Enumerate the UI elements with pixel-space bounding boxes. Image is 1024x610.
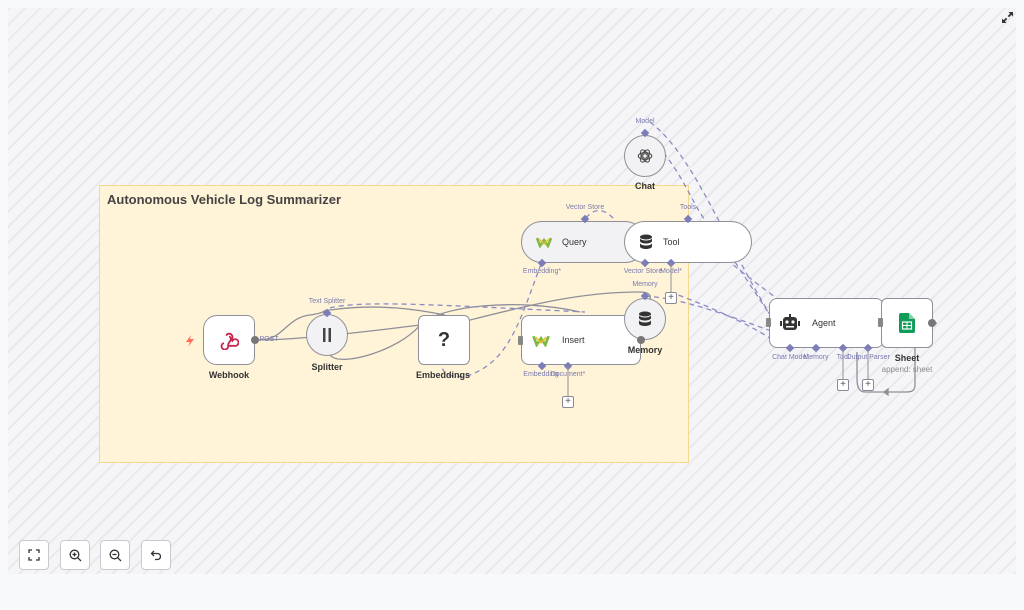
output-handle[interactable] bbox=[928, 319, 936, 327]
port-label-vector-store-2: Vector Store bbox=[623, 268, 663, 275]
port-label-tools: Tools bbox=[679, 204, 697, 211]
undo-icon bbox=[150, 550, 162, 561]
database-icon bbox=[639, 311, 651, 326]
split-icon bbox=[323, 328, 331, 342]
add-document-plus-icon[interactable]: + bbox=[562, 396, 574, 408]
tool-node-label: Tool bbox=[663, 237, 680, 247]
input-handle[interactable] bbox=[766, 318, 771, 327]
fit-view-icon bbox=[28, 549, 40, 561]
zoom-out-button[interactable] bbox=[100, 540, 130, 570]
add-tool-plus-icon[interactable]: + bbox=[665, 292, 677, 304]
splitter-node-label: Splitter bbox=[311, 362, 343, 372]
output-handle[interactable] bbox=[251, 336, 259, 344]
sheet-node-sublabel: append: sheet bbox=[881, 365, 933, 374]
query-node[interactable]: Query bbox=[521, 221, 646, 263]
splitter-node[interactable] bbox=[306, 314, 348, 356]
port-label-memory: Memory bbox=[632, 281, 658, 288]
sheet-node-label: Sheet bbox=[894, 353, 920, 363]
sticky-note-title: Autonomous Vehicle Log Summarizer bbox=[107, 192, 342, 207]
webhook-icon bbox=[220, 332, 239, 350]
zoom-in-icon bbox=[69, 549, 81, 561]
input-handle[interactable] bbox=[878, 318, 883, 327]
weaviate-icon bbox=[532, 335, 550, 347]
port-label-embedding-2: Embedding bbox=[523, 371, 559, 378]
agent-node-label: Agent bbox=[812, 318, 836, 328]
weaviate-icon bbox=[536, 237, 552, 248]
output-handle[interactable] bbox=[637, 336, 645, 344]
google-sheets-icon bbox=[899, 313, 915, 333]
openai-icon bbox=[637, 149, 653, 163]
port-label-post: POST bbox=[259, 336, 279, 343]
question-icon: ? bbox=[437, 328, 451, 351]
embeddings-node-label: Embeddings bbox=[415, 370, 471, 380]
agent-node[interactable]: Agent bbox=[769, 298, 884, 348]
port-label-model: Model bbox=[635, 118, 655, 125]
database-icon bbox=[640, 234, 652, 249]
embeddings-node[interactable]: ? bbox=[418, 315, 470, 365]
port-label-text-splitter: Text Splitter bbox=[308, 298, 346, 305]
expand-icon bbox=[1001, 11, 1013, 23]
zoom-in-button[interactable] bbox=[60, 540, 90, 570]
chat-node-label: Chat bbox=[635, 181, 655, 191]
insert-node[interactable]: Insert bbox=[521, 315, 641, 365]
reset-zoom-button[interactable] bbox=[141, 540, 171, 570]
chat-model-node[interactable] bbox=[624, 135, 666, 177]
webhook-node[interactable] bbox=[203, 315, 255, 365]
query-node-label: Query bbox=[562, 237, 587, 247]
port-label-embedding: Embedding* bbox=[522, 268, 562, 275]
zoom-out-icon bbox=[109, 549, 121, 561]
add-output-parser-plus-icon[interactable]: + bbox=[862, 379, 874, 391]
fit-view-button[interactable] bbox=[19, 540, 49, 570]
sheet-node[interactable] bbox=[881, 298, 933, 348]
port-label-vector-store: Vector Store bbox=[565, 204, 605, 211]
webhook-node-label: Webhook bbox=[208, 370, 250, 380]
memory-node-label: Memory bbox=[627, 345, 663, 355]
fullscreen-button[interactable] bbox=[999, 9, 1015, 25]
tool-node[interactable]: Tool bbox=[624, 221, 752, 263]
port-label-chat-model: Chat Model bbox=[772, 354, 808, 361]
port-label-agent-memory: Memory bbox=[803, 354, 829, 361]
robot-icon bbox=[780, 314, 800, 330]
input-handle[interactable] bbox=[518, 336, 523, 345]
add-agent-tool-plus-icon[interactable]: + bbox=[837, 379, 849, 391]
insert-node-label: Insert bbox=[562, 335, 585, 345]
trigger-bolt-icon bbox=[186, 335, 194, 347]
